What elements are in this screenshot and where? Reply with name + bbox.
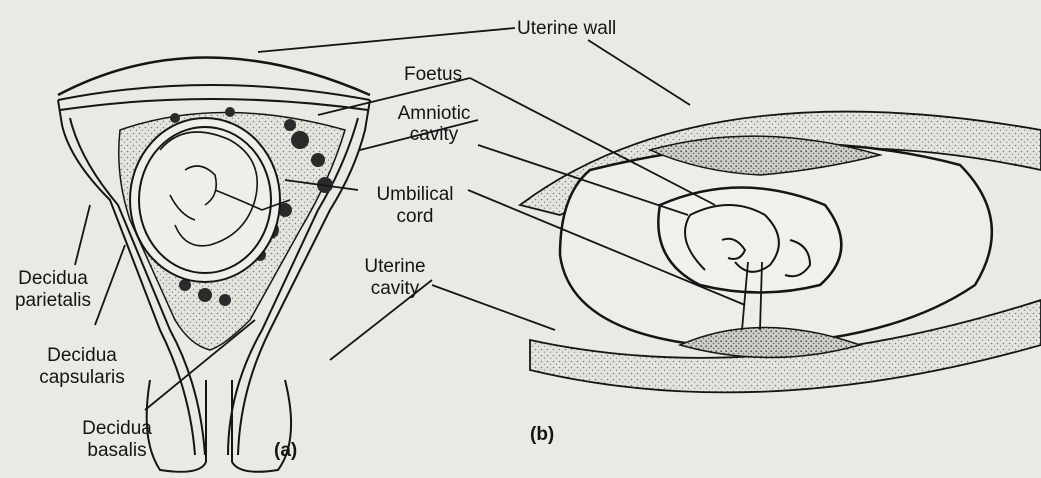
label-panel-b: (b): [530, 424, 554, 445]
label-decidua-basalis-line1: Decidua: [72, 418, 162, 439]
label-amniotic-cavity-line2: cavity: [384, 124, 484, 145]
label-foetus: Foetus: [404, 64, 462, 85]
label-decidua-capsularis-line2: capsularis: [32, 367, 132, 388]
label-uterine-cavity-line1: Uterine: [350, 256, 440, 277]
label-uterine-wall: Uterine wall: [517, 18, 616, 39]
label-decidua-parietalis-line1: Decidua: [8, 268, 98, 289]
label-decidua-basalis-line2: basalis: [72, 440, 162, 461]
label-amniotic-cavity-line1: Amniotic: [384, 103, 484, 124]
label-umbilical-cord-line1: Umbilical: [360, 184, 470, 205]
label-panel-a: (a): [274, 440, 297, 461]
label-decidua-parietalis-line2: parietalis: [8, 290, 98, 311]
label-umbilical-cord-line2: cord: [360, 206, 470, 227]
foetus-sac-a: [130, 118, 280, 282]
label-decidua-capsularis-line1: Decidua: [32, 345, 132, 366]
label-uterine-cavity-line2: cavity: [350, 278, 440, 299]
